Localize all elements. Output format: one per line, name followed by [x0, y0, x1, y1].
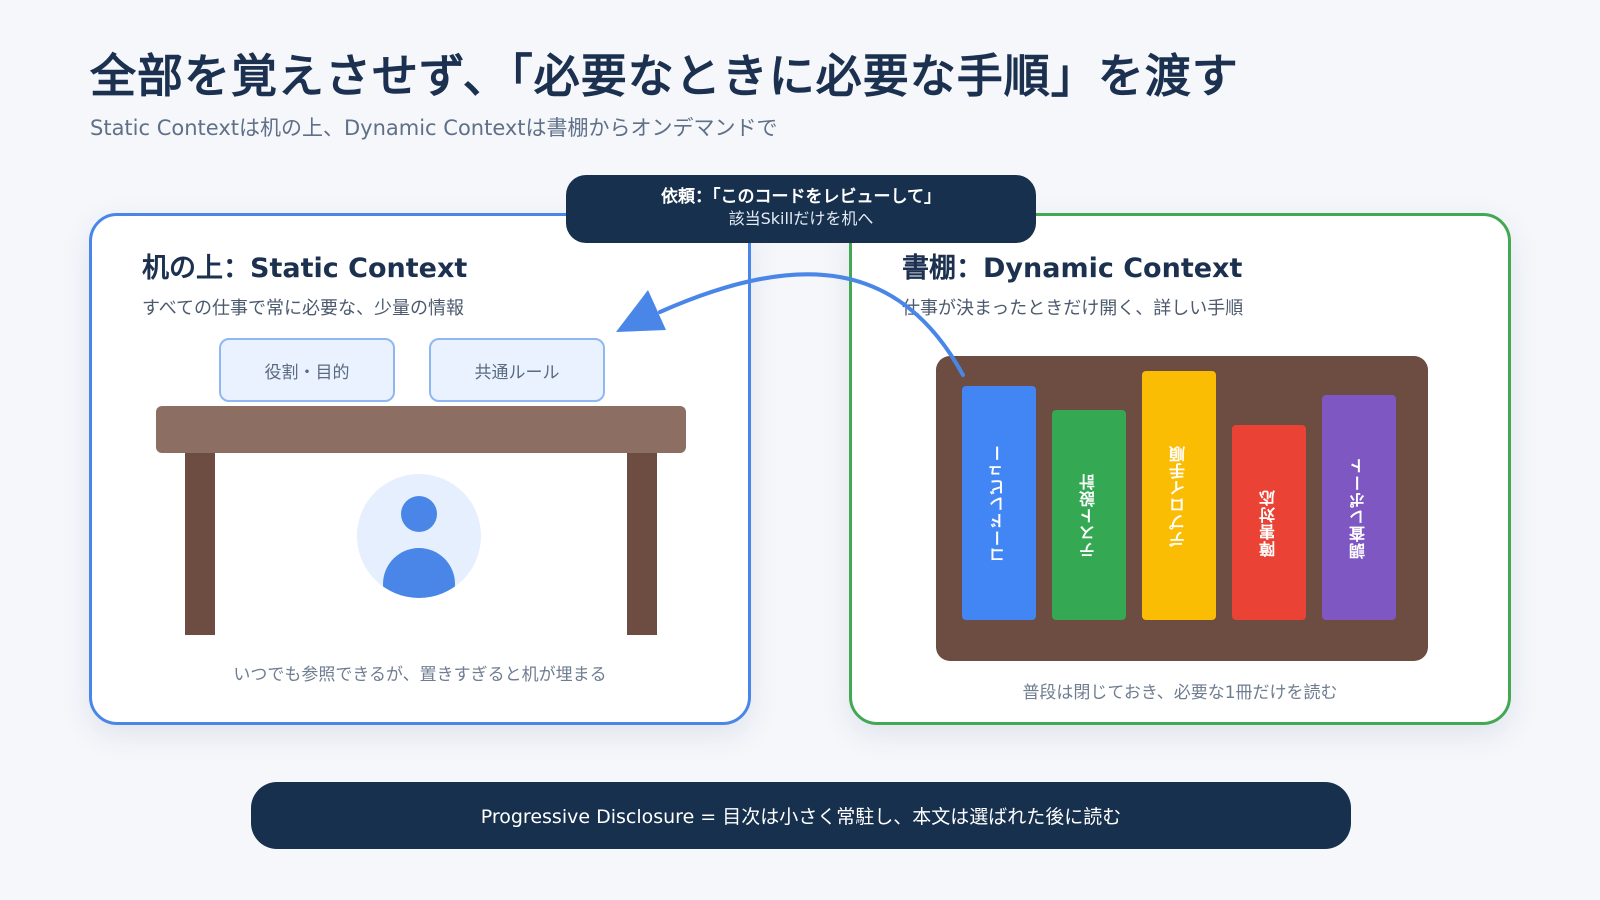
book-test-design: テスト設計 [1052, 410, 1126, 620]
bookshelf: コードレビュー テスト設計 デプロイ手順 障害対応 調査レポート [936, 356, 1428, 661]
book-incident-response: 障害対応 [1232, 425, 1306, 620]
person-icon-head [401, 496, 437, 532]
book-label-incident-response: 障害対応 [1259, 488, 1278, 557]
book-label-deploy-procedure: デプロイ手順 [1169, 444, 1188, 547]
desk-card-role: 役割・目的 [219, 338, 395, 402]
static-context-heading: 机の上：Static Context [142, 253, 468, 284]
request-callout: 依頼：「このコードをレビューして」 該当Skillだけを机へ [566, 175, 1036, 243]
desk-card-rules: 共通ルール [429, 338, 605, 402]
static-context-panel: 机の上：Static Context すべての仕事で常に必要な、少量の情報 役割… [89, 213, 751, 725]
dynamic-context-description: 仕事が決まったときだけ開く、詳しい手順 [902, 298, 1244, 319]
static-context-description: すべての仕事で常に必要な、少量の情報 [142, 298, 465, 319]
request-callout-text: 依頼：「このコードをレビューして」 [661, 187, 941, 207]
book-investigation-report: 調査レポート [1322, 395, 1396, 620]
book-code-review: コードレビュー [962, 386, 1036, 620]
desk-top [156, 406, 686, 453]
person-icon-body [383, 548, 455, 598]
book-label-test-design: テスト設計 [1079, 472, 1098, 558]
request-callout-subtext: 該当Skillだけを机へ [728, 209, 874, 228]
person-icon [357, 474, 481, 598]
static-context-caption: いつでも参照できるが、置きすぎると机が埋まる [233, 665, 607, 685]
page-title: 全部を覚えさせず、「必要なときに必要な手順」を渡す [90, 49, 1239, 103]
desk-leg-left [185, 453, 215, 635]
dynamic-context-caption: 普段は閉じておき、必要な1冊だけを読む [1022, 683, 1338, 703]
progressive-disclosure-banner: Progressive Disclosure = 目次は小さく常駐し、本文は選ば… [251, 782, 1351, 849]
book-label-code-review: コードレビュー [989, 443, 1008, 563]
dynamic-context-heading: 書棚：Dynamic Context [902, 253, 1243, 284]
page-subtitle: Static Contextは机の上、Dynamic Contextは書棚からオ… [90, 116, 778, 140]
book-deploy-procedure: デプロイ手順 [1142, 371, 1216, 620]
dynamic-context-panel: 書棚：Dynamic Context 仕事が決まったときだけ開く、詳しい手順 コ… [849, 213, 1511, 725]
desk-leg-right [627, 453, 657, 635]
book-label-investigation-report: 調査レポート [1349, 456, 1368, 559]
